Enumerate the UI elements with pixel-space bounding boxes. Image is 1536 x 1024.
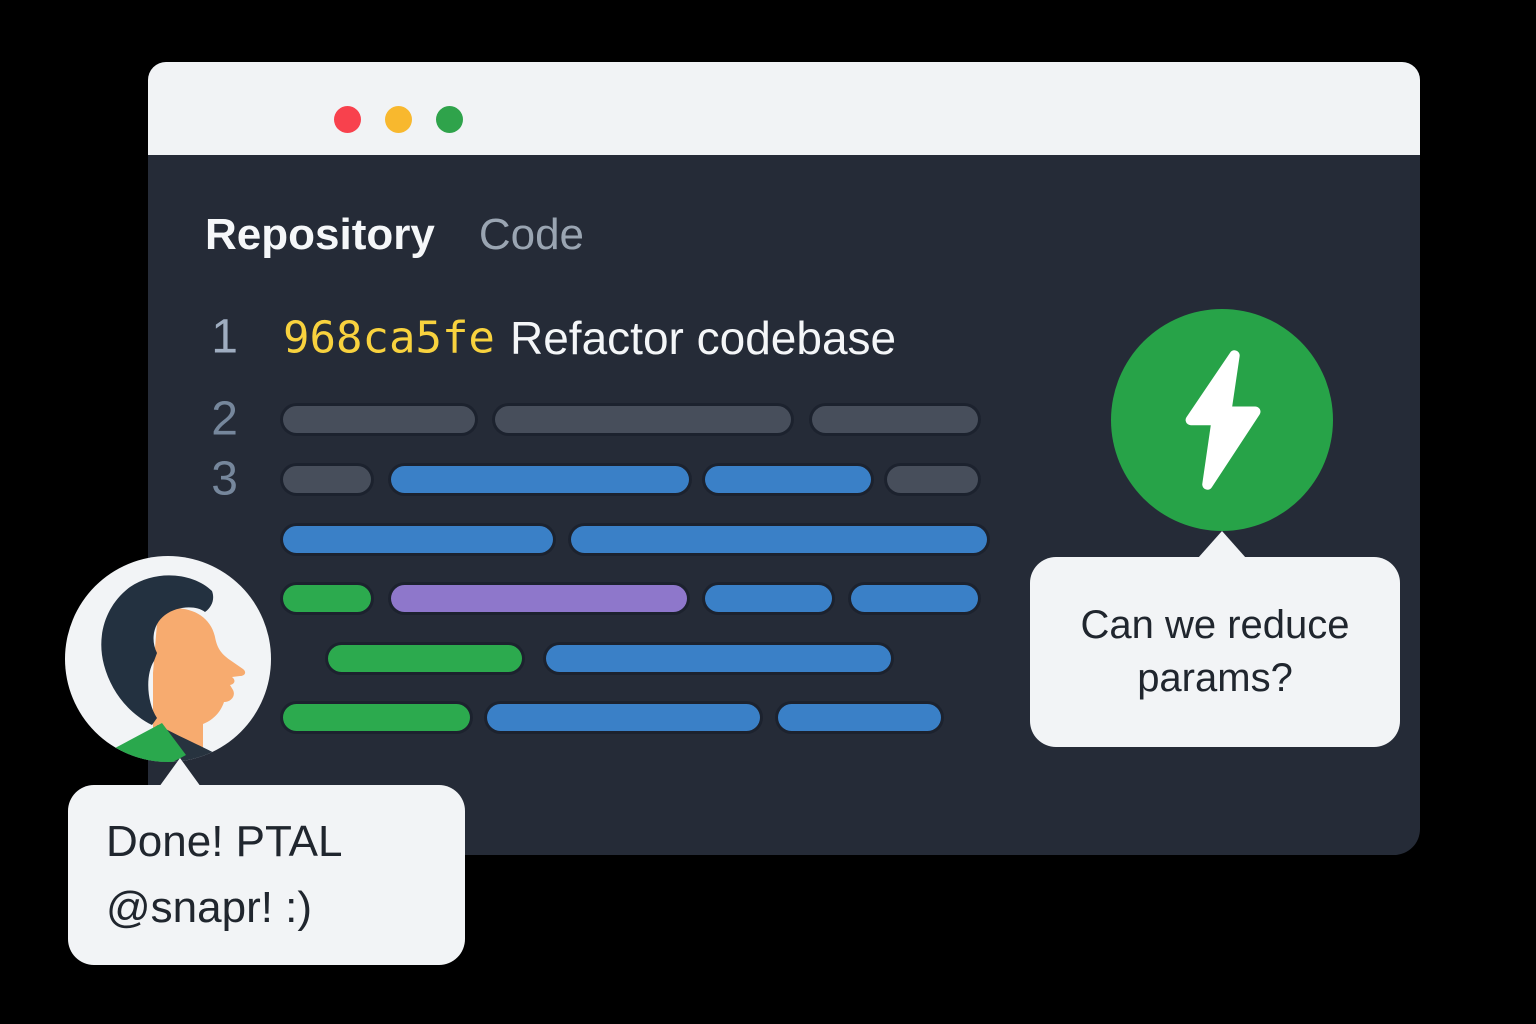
code-bar-purple [391,585,687,612]
reviewer-bubble-text: params? [1137,656,1293,700]
code-bar-blue [705,585,832,612]
avatar-collar [102,723,186,762]
reviewer-bubble-text: Can we reduce [1080,603,1350,647]
commit-message: Refactor codebase [510,312,897,364]
author-bubble-text: Done! PTAL [106,817,343,866]
commit-line: 1 968ca5fe Refactor codebase [148,310,1420,364]
commit-hash[interactable]: 968ca5fe [283,312,495,364]
code-line-row [148,704,1420,731]
code-line-row [148,645,1420,672]
code-bar-gray [495,406,791,433]
code-bar-blue [487,704,760,731]
close-button[interactable] [334,106,361,133]
code-bar-green [283,704,470,731]
line-number: 3 [211,451,238,505]
code-bar-blue [778,704,941,731]
avatar-hair [101,575,214,725]
code-bar-blue [546,645,891,672]
code-bar-blue [571,526,987,553]
reviewer-speech-bubble: Can we reduce params? [1030,557,1400,747]
code-line-row: 2 [148,392,1420,445]
code-line-row [148,526,1420,553]
code-bar-gray [812,406,978,433]
code-bar-gray [887,466,978,493]
line-number: 2 [211,391,238,445]
lightning-badge[interactable] [1111,309,1333,531]
code-bar-gray [283,466,371,493]
code-line-row [148,585,1420,612]
tab-repository[interactable]: Repository [205,210,435,259]
code-area: 1 968ca5fe Refactor codebase 2 3 [148,62,1420,855]
line-number: 1 [211,310,238,364]
editor-window: Repository Code 1 968ca5fe Refactor code… [148,62,1420,855]
code-bar-gray [283,406,475,433]
code-bar-green [328,645,522,672]
code-bar-blue [391,466,689,493]
author-bubble-text: @snapr! :) [106,883,313,932]
code-bar-blue [851,585,978,612]
editor-nav: Repository Code [205,208,584,262]
author-speech-bubble: Done! PTAL @snapr! :) [68,785,465,965]
code-bar-green [283,585,371,612]
person-avatar[interactable] [62,553,274,765]
minimize-button[interactable] [385,106,412,133]
zoom-button[interactable] [436,106,463,133]
window-titlebar [148,62,1420,155]
lightning-bolt-icon [1185,350,1261,490]
author-bubble-pointer [159,758,201,787]
avatar-skin [153,608,246,756]
code-bar-blue [705,466,871,493]
code-bar-blue [283,526,553,553]
tab-code[interactable]: Code [478,210,585,259]
code-line-row: 3 [148,452,1420,505]
reviewer-bubble-pointer [1198,531,1246,558]
